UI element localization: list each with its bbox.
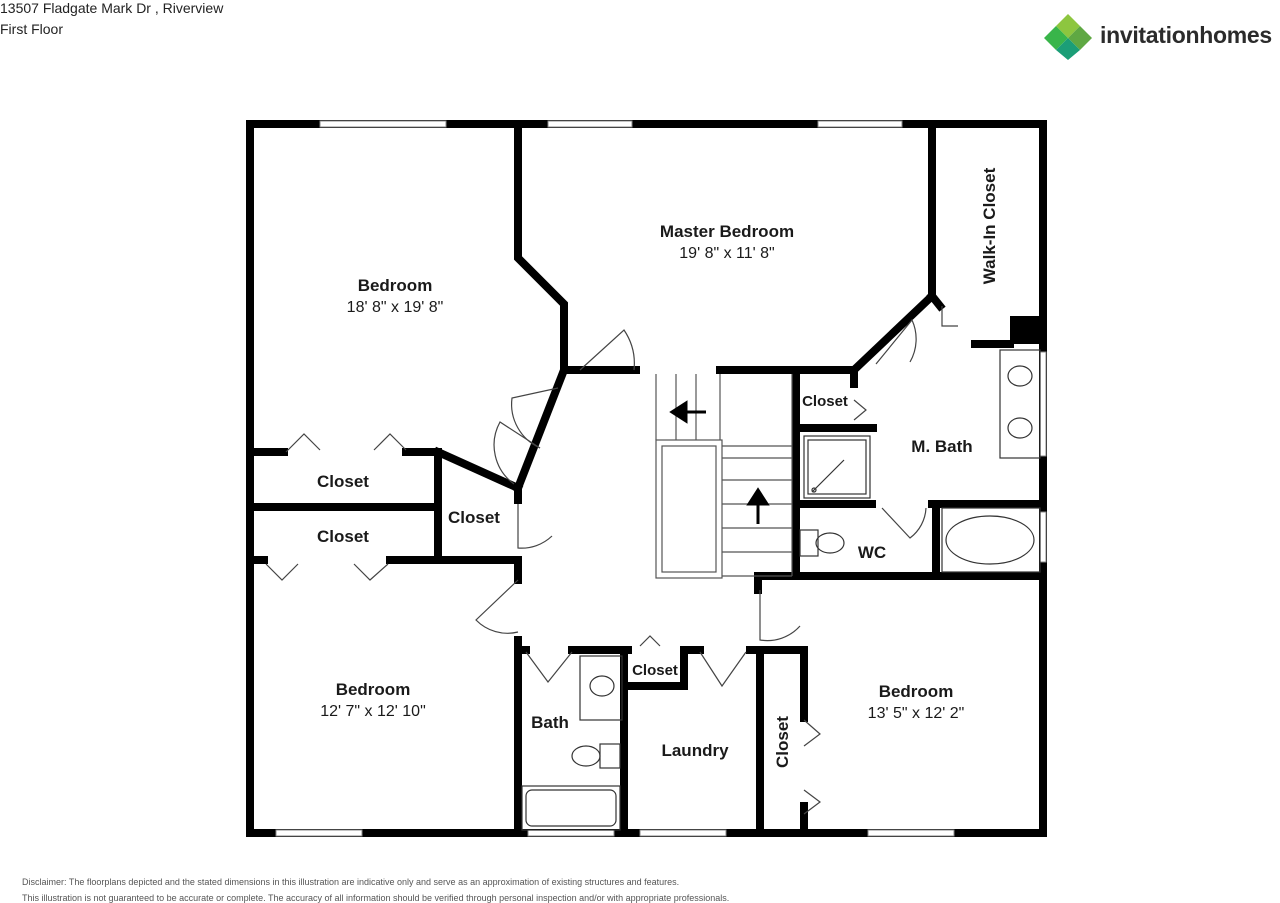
- wall-block: [1010, 316, 1043, 344]
- bedroom-sw-dims: 12' 7" x 12' 10": [320, 703, 426, 720]
- laundry-name: Laundry: [661, 741, 729, 760]
- bath-name: Bath: [531, 713, 569, 732]
- room-labels: Bedroom 18' 8" x 19' 8" Master Bedroom 1…: [317, 167, 999, 768]
- master-bedroom-name: Master Bedroom: [660, 222, 794, 241]
- brand-name-part2: homes: [1199, 22, 1272, 48]
- brand-name: invitationhomes: [1100, 22, 1272, 49]
- bedroom-se-dims: 13' 5" x 12' 2": [868, 705, 965, 722]
- windows: [275, 120, 1047, 837]
- staircase: [655, 374, 793, 579]
- brand-name-part1: invitation: [1100, 22, 1200, 48]
- fixtures: [521, 349, 1041, 831]
- bedroom-se-name: Bedroom: [879, 682, 954, 701]
- bedroom-sw-name: Bedroom: [336, 680, 411, 699]
- invitation-homes-diamond-icon: [1044, 14, 1092, 60]
- master-bedroom-dims: 19' 8" x 11' 8": [679, 245, 774, 262]
- bedroom-nw-name: Bedroom: [358, 276, 433, 295]
- closet-w2-name: Closet: [317, 527, 369, 546]
- property-address: 13507 Fladgate Mark Dr , Riverview: [0, 0, 224, 16]
- disclaimer-line-2: This illustration is not guaranteed to b…: [22, 893, 730, 903]
- closet-master-name: Closet: [802, 393, 848, 410]
- bedroom-nw-dims: 18' 8" x 19' 8": [347, 299, 444, 316]
- closet-small-name: Closet: [632, 662, 678, 679]
- stair-arrows: [669, 400, 770, 524]
- closet-e-name: Closet: [773, 716, 792, 768]
- door-swings: [265, 306, 958, 815]
- disclaimer-line-1: Disclaimer: The floorplans depicted and …: [22, 877, 680, 887]
- floor-label: First Floor: [0, 21, 63, 37]
- walk-in-closet-name: Walk-In Closet: [980, 167, 999, 284]
- closet-w1-name: Closet: [317, 472, 369, 491]
- brand-logo: invitationhomes: [1044, 12, 1280, 62]
- wc-name: WC: [858, 543, 886, 562]
- closet-mid-name: Closet: [448, 508, 500, 527]
- master-bath-name: M. Bath: [911, 437, 972, 456]
